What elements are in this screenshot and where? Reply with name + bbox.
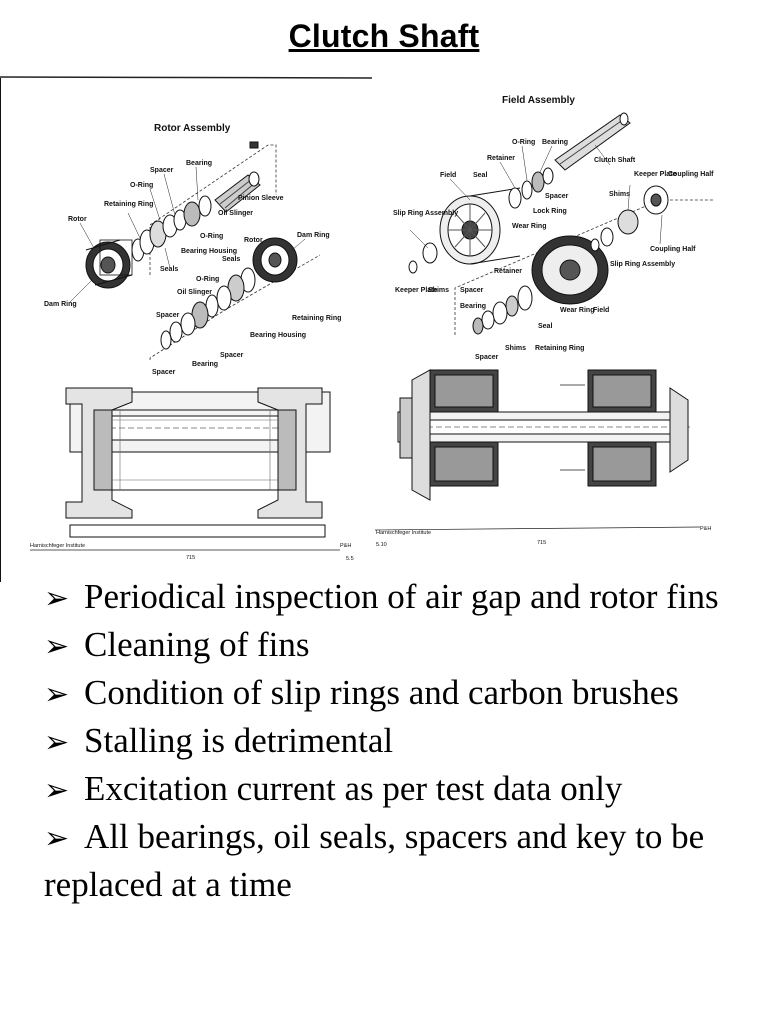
svg-text:Spacer: Spacer (460, 287, 484, 294)
svg-text:Keeper Plate: Keeper Plate (634, 171, 677, 178)
svg-text:Keeper Plate: Keeper Plate (395, 287, 438, 294)
svg-text:Coupling Half: Coupling Half (668, 171, 714, 178)
list-item: ➢Condition of slip rings and carbon brus… (44, 670, 744, 718)
clutch-shaft-diagram: Rotor Assembly (0, 70, 768, 582)
arrow-bullet-icon: ➢ (44, 677, 70, 712)
svg-text:Retaining Ring: Retaining Ring (292, 315, 341, 322)
svg-text:Retainer: Retainer (494, 268, 522, 275)
svg-text:Spacer: Spacer (152, 369, 176, 376)
rotor-assembly: Rotor Assembly (30, 123, 354, 562)
list-item: ➢Stalling is detrimental (44, 718, 744, 766)
rotor-upper-parts (85, 141, 261, 289)
svg-text:Seal: Seal (473, 172, 487, 179)
svg-text:Shims: Shims (505, 345, 526, 352)
svg-text:Seal: Seal (538, 323, 552, 330)
svg-text:Oil Slinger: Oil Slinger (218, 210, 253, 217)
list-item: ➢Excitation current as per test data onl… (44, 766, 744, 814)
svg-text:Bearing Housing: Bearing Housing (250, 332, 306, 339)
svg-text:O-Ring: O-Ring (196, 276, 219, 283)
svg-text:Wear Ring: Wear Ring (560, 307, 595, 314)
svg-text:5.10: 5.10 (376, 542, 387, 548)
svg-text:715: 715 (537, 540, 546, 546)
svg-text:Dam Ring: Dam Ring (297, 232, 330, 239)
svg-text:Bearing: Bearing (460, 303, 486, 310)
svg-text:Spacer: Spacer (475, 354, 499, 361)
svg-text:P&H: P&H (700, 526, 711, 532)
arrow-bullet-icon: ➢ (44, 773, 70, 808)
svg-text:Coupling Half: Coupling Half (650, 246, 696, 253)
svg-text:Oil Slinger: Oil Slinger (177, 289, 212, 296)
svg-text:Slip Ring Assembly: Slip Ring Assembly (393, 210, 458, 217)
arrow-bullet-icon: ➢ (44, 629, 70, 664)
svg-text:P&H: P&H (340, 543, 351, 549)
svg-text:Bearing Housing: Bearing Housing (181, 248, 237, 255)
rotor-heading: Rotor Assembly (154, 123, 231, 134)
field-drum-2 (531, 227, 614, 305)
svg-text:715: 715 (186, 555, 195, 561)
svg-text:Seals: Seals (222, 256, 240, 263)
list-item: ➢Periodical inspection of air gap and ro… (44, 574, 744, 622)
svg-text:Shims: Shims (428, 287, 449, 294)
svg-text:5.5: 5.5 (346, 556, 354, 562)
svg-text:Field: Field (440, 172, 456, 179)
svg-text:Lock Ring: Lock Ring (533, 208, 567, 215)
rotor-cross-section (65, 387, 331, 538)
svg-text:O-Ring: O-Ring (512, 139, 535, 146)
arrow-bullet-icon: ➢ (44, 821, 70, 856)
svg-text:Seals: Seals (160, 266, 178, 273)
svg-text:Pinion Sleeve: Pinion Sleeve (238, 195, 284, 202)
clutch-shaft-part (554, 112, 631, 171)
list-item: ➢Cleaning of fins (44, 622, 744, 670)
svg-text:Field: Field (593, 307, 609, 314)
svg-text:Retaining Ring: Retaining Ring (104, 201, 153, 208)
maintenance-bullet-list: ➢Periodical inspection of air gap and ro… (44, 574, 744, 908)
svg-text:Harnischfeger Institute: Harnischfeger Institute (376, 530, 431, 536)
svg-text:O-Ring: O-Ring (200, 233, 223, 240)
svg-text:Retaining Ring: Retaining Ring (535, 345, 584, 352)
svg-text:Wear Ring: Wear Ring (512, 223, 547, 230)
svg-text:Rotor: Rotor (244, 237, 263, 244)
svg-text:Bearing: Bearing (186, 160, 212, 167)
field-heading: Field Assembly (502, 95, 575, 106)
svg-text:Retainer: Retainer (487, 155, 515, 162)
arrow-bullet-icon: ➢ (44, 581, 70, 616)
svg-text:Spacer: Spacer (220, 352, 244, 359)
svg-text:Shims: Shims (609, 191, 630, 198)
arrow-bullet-icon: ➢ (44, 725, 70, 760)
list-item: ➢All bearings, oil seals, spacers and ke… (44, 817, 705, 904)
page-title: Clutch Shaft (288, 18, 480, 54)
field-drum (439, 187, 521, 265)
svg-text:Bearing: Bearing (542, 139, 568, 146)
svg-text:Bearing: Bearing (192, 361, 218, 368)
svg-text:Rotor: Rotor (68, 216, 87, 223)
svg-text:Spacer: Spacer (156, 312, 180, 319)
svg-text:Dam Ring: Dam Ring (44, 301, 77, 308)
svg-text:Spacer: Spacer (545, 193, 569, 200)
svg-text:Harnischfeger Institute: Harnischfeger Institute (30, 543, 85, 549)
rotor-lower-parts (160, 237, 298, 350)
svg-text:O-Ring: O-Ring (130, 182, 153, 189)
svg-text:Spacer: Spacer (150, 167, 174, 174)
svg-text:Clutch Shaft: Clutch Shaft (594, 157, 636, 164)
field-cross-section (397, 369, 690, 501)
field-assembly: Field Assembly (374, 95, 715, 548)
svg-text:Slip Ring Assembly: Slip Ring Assembly (610, 261, 675, 268)
